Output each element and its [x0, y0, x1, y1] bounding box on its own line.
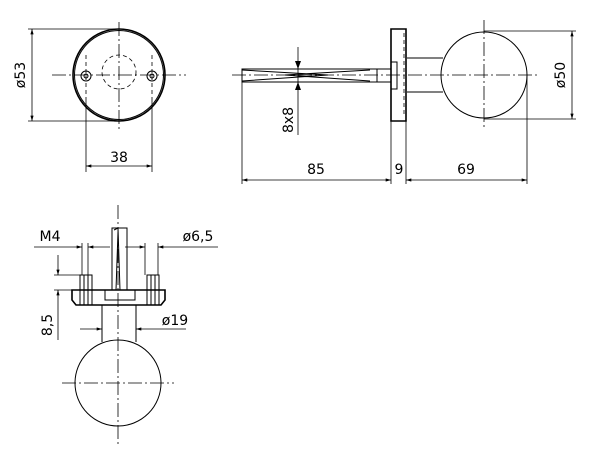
section-view: M4 ø6,5 8,5 ø19: [34, 205, 218, 445]
dim-knob-diameter: ø50: [553, 62, 569, 88]
dim-spindle-square: 8x8: [281, 107, 297, 133]
dim-hole-spacing: 38: [110, 150, 128, 166]
dim-neck-diameter: ø19: [162, 313, 188, 329]
dim-knob-projection: 69: [457, 162, 475, 178]
side-view: 8x8 ø50 85 9 69: [232, 20, 576, 184]
dim-pin-diameter: ø6,5: [183, 229, 214, 245]
dim-screw-height: 8,5: [40, 314, 56, 336]
dim-screw-thread: M4: [40, 229, 61, 245]
dim-rosette-diameter: ø53: [13, 62, 29, 88]
front-view-rosette: ø53 38: [13, 22, 186, 172]
dim-spindle-length: 85: [307, 162, 325, 178]
dim-rosette-thickness: 9: [395, 162, 404, 178]
